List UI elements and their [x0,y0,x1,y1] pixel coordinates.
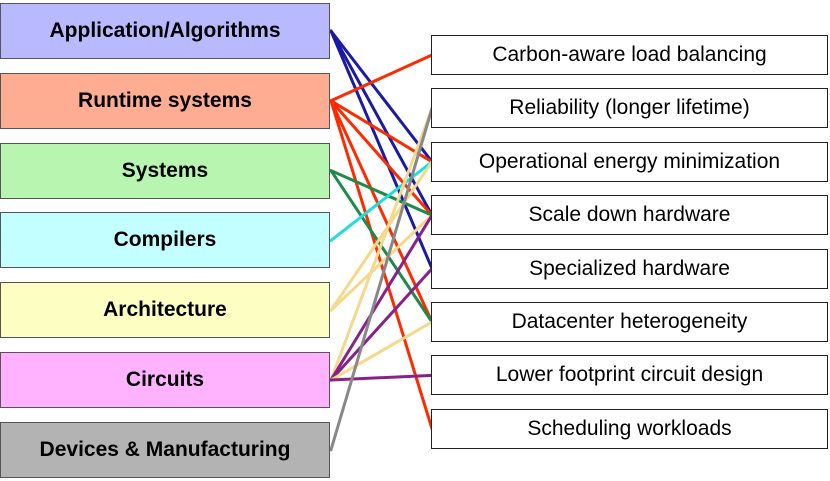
target-label: Operational energy minimization [478,149,781,173]
target-box-operational-energy-minimization: Operational energy minimization [431,141,828,182]
layer-label: Devices & Manufacturing [39,437,291,461]
connector-line-17 [329,373,434,382]
layer-box-systems: Systems [0,142,330,199]
connector-line-8 [329,169,434,217]
target-label: Scale down hardware [528,203,731,227]
connector-line-7 [329,99,434,431]
target-box-scheduling-workloads: Scheduling workloads [431,408,828,449]
layer-box-runtime-systems: Runtime systems [0,72,330,129]
connector-line-13 [329,106,434,382]
layer-box-compilers: Compilers [0,212,330,269]
connector-line-10 [329,160,434,242]
target-box-specialized-hardware: Specialized hardware [431,248,828,289]
target-label: Scheduling workloads [527,416,732,440]
layer-label: Compilers [113,228,217,252]
connector-line-14 [329,213,434,382]
layer-box-architecture: Architecture [0,282,330,339]
layer-label: Circuits [125,368,205,391]
layer-label: Application/Algorithms [49,19,281,42]
layer-label: Architecture [103,298,227,322]
layer-box-application-algorithms: Application/Algorithms [0,3,330,59]
target-box-scale-down-hardware: Scale down hardware [431,195,828,236]
connector-line-0 [329,29,434,164]
connector-line-16 [329,320,434,382]
target-box-datacenter-heterogeneity: Datacenter heterogeneity [431,302,828,342]
connector-line-15 [329,267,434,382]
target-box-reliability-longer-lifetime: Reliability (longer lifetime) [431,88,828,129]
target-label: Reliability (longer lifetime) [509,96,750,120]
connector-line-1 [329,29,434,217]
target-label: Specialized hardware [529,256,730,280]
target-box-lower-footprint-circuit-design: Lower footprint circuit design [431,355,828,396]
layer-label: Systems [121,158,209,182]
connector-line-5 [329,99,434,217]
target-label: Carbon-aware load balancing [492,43,767,66]
connector-line-3 [329,53,434,103]
connector-line-12 [329,213,434,312]
connector-line-11 [329,160,434,312]
target-label: Lower footprint circuit design [495,363,764,387]
target-label: Datacenter heterogeneity [511,310,748,333]
layer-box-devices-manufacturing: Devices & Manufacturing [0,421,330,478]
target-box-carbon-aware-load-balancing: Carbon-aware load balancing [431,35,828,75]
connector-line-18 [329,106,434,452]
layer-box-circuits: Circuits [0,352,330,408]
layer-label: Runtime systems [78,88,252,112]
